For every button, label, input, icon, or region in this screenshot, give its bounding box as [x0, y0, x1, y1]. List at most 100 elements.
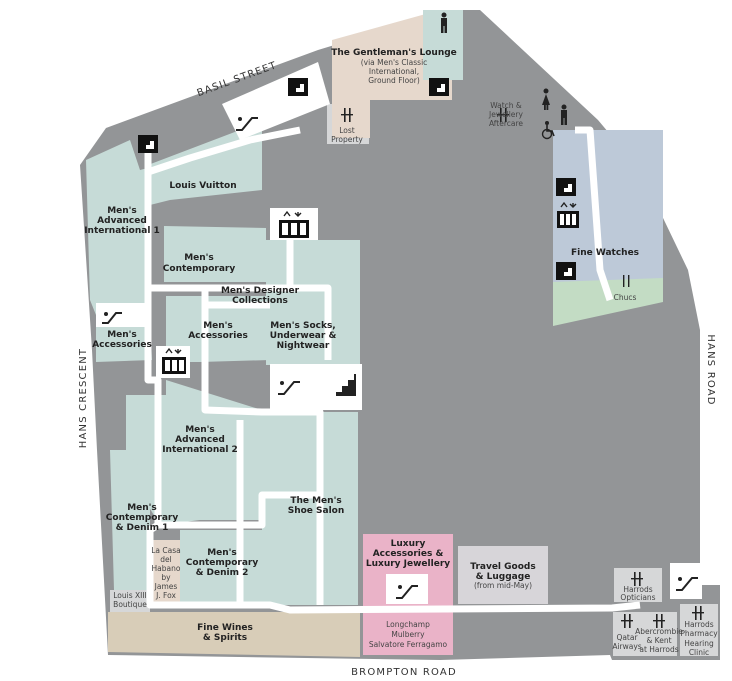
area-gentlemans-lounge[interactable] [332, 10, 452, 138]
label-louis-xiii-boutique: Louis XIII [113, 591, 147, 600]
label-la-casa-del-habano: by [161, 573, 171, 582]
label-gentlemans-lounge-sub: Ground Floor) [368, 76, 420, 85]
escalator-core-luxury[interactable] [386, 574, 428, 604]
area-chucs[interactable] [553, 278, 663, 326]
corridor-watches [575, 126, 614, 302]
area-mens-accessories-mid[interactable] [166, 296, 270, 362]
corridor-horizontal-3 [158, 491, 320, 529]
area-fine-wines[interactable] [108, 612, 360, 657]
area-louis-vuitton[interactable] [148, 130, 262, 205]
label-mens-shoe-salon: The Men's [290, 496, 341, 506]
male-toilet-icon[interactable] [441, 12, 447, 34]
label-hearing-clinic: Clinic [689, 648, 709, 657]
lift-icon[interactable] [162, 347, 186, 374]
stairs-icon[interactable] [138, 135, 158, 153]
corridor-horizontal-1 [148, 284, 332, 360]
female-toilet-icon[interactable] [542, 88, 550, 111]
label-watch-aftercare: Aftercare [489, 119, 523, 128]
escalator-icon[interactable] [676, 577, 698, 591]
label-abercrombie-kent: & Kent [646, 636, 671, 645]
label-mens-accessories-mid: Accessories [188, 331, 248, 341]
label-harrods-opticians: Opticians [620, 593, 655, 602]
accessible-toilet-icon[interactable] [541, 121, 555, 140]
label-mens-accessories-mid: Men's [203, 321, 233, 331]
label-louis-xiii-boutique: Boutique [113, 600, 147, 609]
service-counter-icon [341, 108, 704, 628]
area-harrods-opticians[interactable] [614, 568, 662, 602]
label-gentlemans-lounge: The Gentleman's Lounge [331, 48, 457, 58]
area-mens-contemporary-denim-1[interactable] [110, 450, 150, 590]
label-mens-contemporary-denim-2: & Denim 2 [196, 568, 249, 578]
escalator-icon[interactable] [396, 585, 418, 599]
label-lost-property: Property [331, 135, 363, 144]
label-abercrombie-kent: at Harrods [639, 645, 678, 654]
label-gentlemans-lounge-sub: International, [369, 67, 419, 76]
street-label-hans-crescent: HANS CRESCENT [78, 348, 89, 448]
label-hearing-clinic: Hearing [684, 639, 714, 648]
area-qatar-airways[interactable] [613, 612, 641, 656]
label-mens-socks: Men's Socks, [270, 321, 335, 331]
area-mens-shoe-salon[interactable] [262, 412, 358, 605]
label-luxury-accessories: Accessories & [373, 549, 444, 559]
label-mens-accessories-left: Men's [107, 330, 137, 340]
label-mens-contemporary-denim-1: & Denim 1 [116, 523, 169, 533]
area-luxury-brands[interactable] [363, 610, 453, 655]
cutlery-icon [623, 275, 630, 287]
escalator-icon[interactable] [236, 117, 258, 131]
stairs-icon[interactable] [336, 374, 356, 396]
label-la-casa-del-habano: James [154, 582, 178, 591]
stairs-icon[interactable] [429, 78, 449, 96]
area-fine-watches[interactable] [553, 130, 663, 282]
male-toilet-icon[interactable] [561, 104, 567, 126]
label-louis-vuitton: Louis Vuitton [169, 181, 236, 191]
area-travel-goods[interactable] [458, 546, 548, 604]
lift-icon[interactable] [279, 210, 309, 238]
label-luxury-accessories: Luxury Jewellery [366, 559, 450, 569]
label-mens-designer-collections: Men's Designer [221, 286, 300, 296]
label-abercrombie-kent: Abercrombie [635, 627, 683, 636]
lift-icon[interactable] [557, 201, 579, 228]
street-label-hans-road: HANS ROAD [705, 334, 716, 405]
escalator-icon[interactable] [102, 312, 122, 324]
area-louis-xiii[interactable] [110, 590, 150, 612]
area-mens-advanced-international-1[interactable] [86, 140, 148, 325]
area-mens-accessories-left[interactable] [96, 320, 152, 362]
label-mens-advanced-international-1: Advanced [97, 216, 147, 226]
area-mens-contemporary[interactable] [164, 226, 266, 282]
label-luxury-brand: Longchamp [386, 620, 430, 629]
label-watch-aftercare: Jewellery [488, 110, 523, 119]
label-mens-advanced-international-2: International 2 [162, 445, 238, 455]
stairs-icon[interactable] [556, 262, 576, 280]
escalator-icon[interactable] [278, 381, 300, 395]
label-la-casa-del-habano: del [160, 555, 171, 564]
area-abercrombie-kent[interactable] [641, 612, 677, 656]
escalator-core-hans-road[interactable] [670, 563, 702, 599]
area-la-casa-del-habano[interactable] [150, 540, 180, 605]
label-watch-aftercare: Watch & [490, 101, 522, 110]
stairs-icon[interactable] [556, 178, 576, 196]
label-mens-socks: Underwear & [270, 331, 337, 341]
label-gentlemans-lounge-sub: (via Men's Classic [361, 58, 428, 67]
label-mens-advanced-international-2: Men's [185, 425, 215, 435]
street-label-brompton: BROMPTON ROAD [351, 667, 457, 678]
label-mens-advanced-international-1: Men's [107, 206, 137, 216]
label-qatar-airways: Airways [612, 642, 641, 651]
corridor-vertical-1 [201, 288, 324, 605]
label-mens-contemporary: Men's [184, 253, 214, 263]
label-harrods-pharmacy: Harrods [684, 620, 713, 629]
label-lost-property: Lost [339, 126, 355, 135]
label-qatar-airways: Qatar [616, 633, 638, 642]
stairs-icon[interactable] [288, 78, 308, 96]
label-mens-contemporary-denim-2: Men's [207, 548, 237, 558]
area-labels: The Gentleman's Lounge (via Men's Classi… [84, 48, 718, 657]
label-travel-goods: Travel Goods [470, 562, 535, 572]
label-mens-accessories-left: Accessories [92, 340, 152, 350]
label-travel-goods: & Luggage [476, 572, 531, 582]
label-la-casa-del-habano: Habano [152, 564, 181, 573]
label-harrods-opticians: Harrods [623, 585, 652, 594]
label-harrods-pharmacy: Pharmacy [680, 629, 718, 638]
corridor-brompton [146, 530, 641, 614]
label-luxury-brand: Mulberry [391, 630, 425, 639]
map-icons [102, 12, 704, 628]
